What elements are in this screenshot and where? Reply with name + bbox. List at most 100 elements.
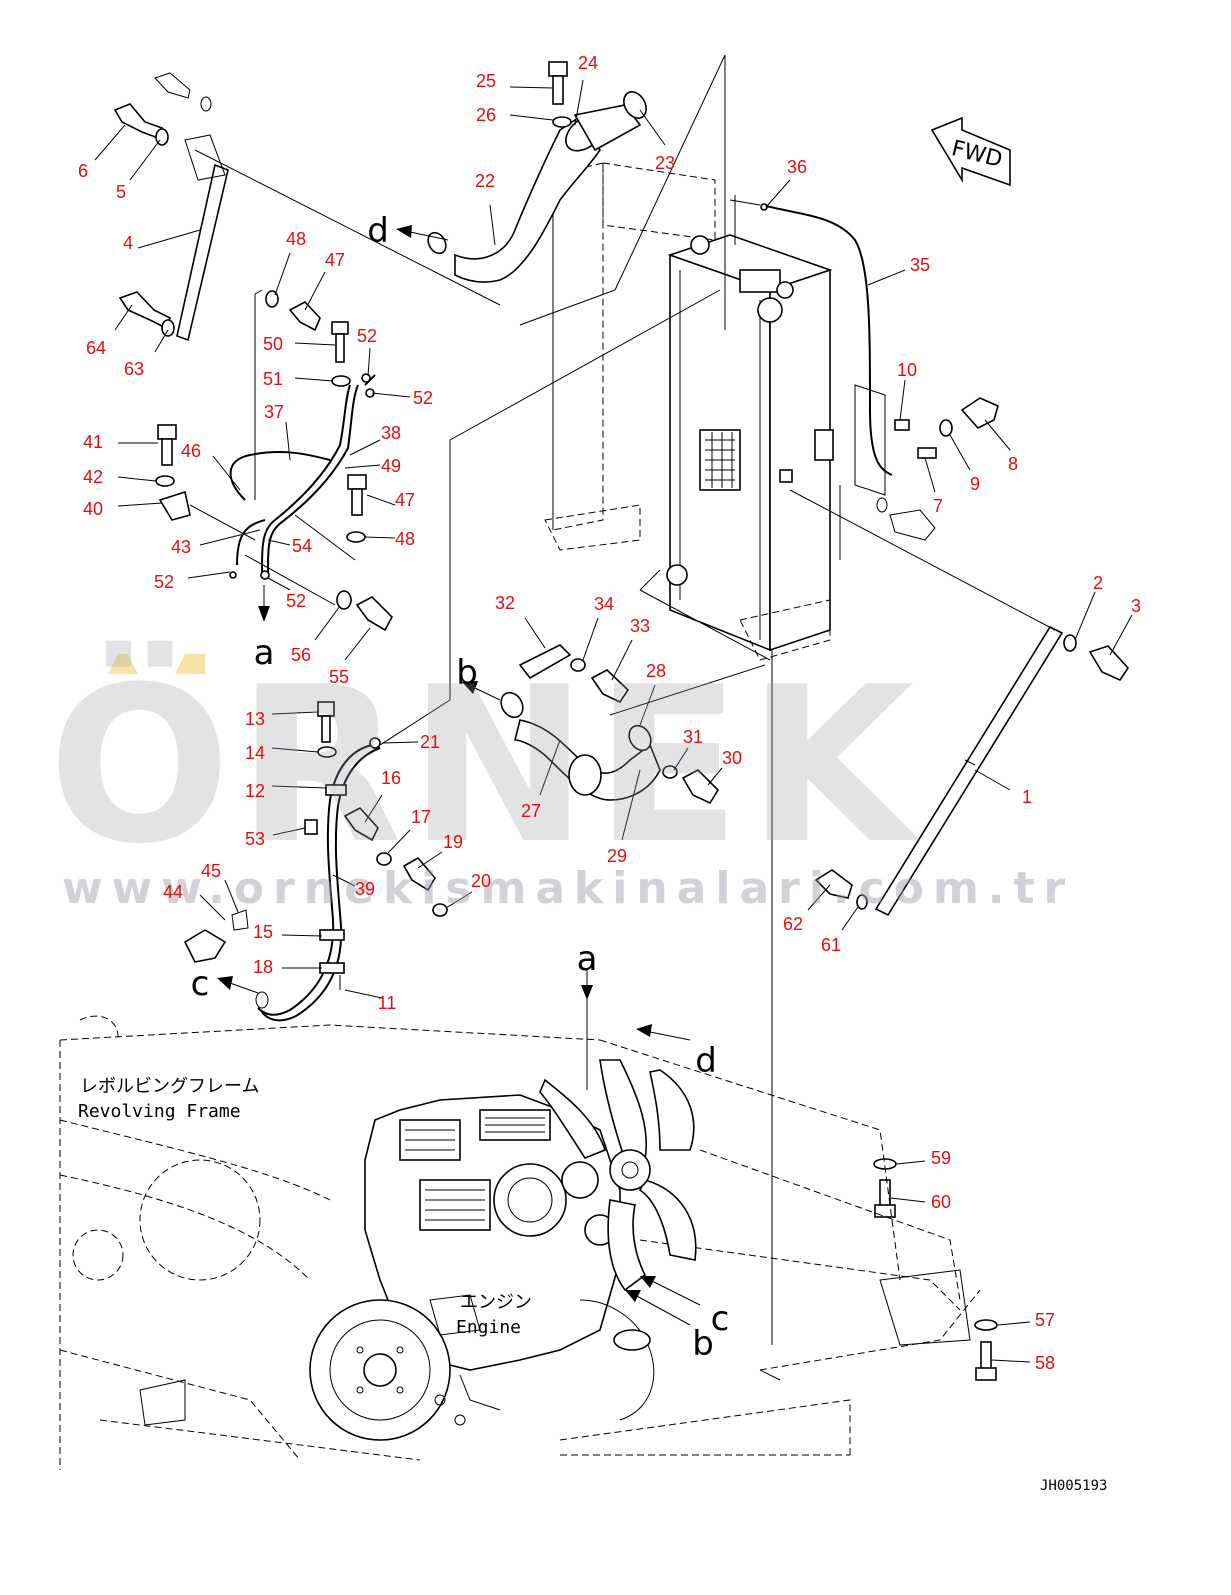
- part-callout-6: 6: [78, 161, 88, 181]
- fasteners: [113, 61, 1130, 1381]
- part-callout-18: 18: [253, 957, 273, 977]
- part-callout-28: 28: [646, 661, 666, 681]
- part-callout-61: 61: [821, 935, 841, 955]
- part-callout-50: 50: [263, 334, 283, 354]
- part-callout-4: 4: [123, 233, 133, 253]
- part-callout-42: 42: [83, 467, 103, 487]
- part-callout-62: 62: [783, 914, 803, 934]
- watermark-url: www.ornekismakinalari.com.tr: [62, 863, 1074, 914]
- part-callout-47: 47: [395, 490, 415, 510]
- part-callout-3: 3: [1131, 596, 1141, 616]
- lower-radiator-hose: [500, 691, 661, 801]
- part-callout-8: 8: [1008, 454, 1018, 474]
- engine-label-english: Engine: [456, 1317, 521, 1338]
- part-callout-25: 25: [476, 71, 496, 91]
- reference-arrows: [217, 225, 701, 1326]
- part-callout-2: 2: [1093, 573, 1103, 593]
- frame-label-japanese: レボルビングフレーム: [80, 1076, 259, 1097]
- reference-letter-d: d: [367, 211, 389, 251]
- part-callout-1: 1: [1022, 787, 1032, 807]
- part-callout-15: 15: [253, 922, 273, 942]
- part-callout-32: 32: [495, 593, 515, 613]
- coolant-tubes: [229, 374, 381, 1022]
- part-callout-57: 57: [1035, 1310, 1055, 1330]
- part-callout-55: 55: [329, 667, 349, 687]
- part-callout-48: 48: [395, 529, 415, 549]
- part-callout-58: 58: [1035, 1353, 1055, 1373]
- part-callout-24: 24: [578, 53, 598, 73]
- radiator-assembly: [544, 162, 886, 661]
- part-callout-37: 37: [264, 402, 284, 422]
- part-callout-17: 17: [411, 807, 431, 827]
- part-callout-52: 52: [357, 326, 377, 346]
- cooling-fan: [539, 1059, 697, 1292]
- revolving-frame: [59, 1015, 981, 1470]
- engine: [309, 1094, 655, 1441]
- part-callout-40: 40: [83, 499, 103, 519]
- part-callout-9: 9: [970, 474, 980, 494]
- part-callout-49: 49: [381, 456, 401, 476]
- callout-leaders: [94, 79, 1133, 1363]
- part-callout-19: 19: [443, 832, 463, 852]
- part-callout-10: 10: [897, 360, 917, 380]
- part-callout-14: 14: [245, 743, 265, 763]
- part-callout-13: 13: [245, 709, 265, 729]
- upper-radiator-hose: [427, 91, 647, 283]
- part-callout-52: 52: [154, 572, 174, 592]
- reference-letter-b: b: [692, 1324, 714, 1364]
- part-callout-45: 45: [201, 861, 221, 881]
- frame-label-english: Revolving Frame: [78, 1101, 241, 1122]
- part-callout-41: 41: [83, 432, 103, 452]
- part-callout-33: 33: [630, 616, 650, 636]
- leader-lines-thin: [189, 54, 1056, 1345]
- part-callout-35: 35: [910, 255, 930, 275]
- reference-letter-c: c: [191, 964, 210, 1004]
- drawing-code: JH005193: [1040, 1478, 1107, 1494]
- part-callout-44: 44: [163, 882, 183, 902]
- part-callout-30: 30: [722, 748, 742, 768]
- stay-rod-upper: [176, 163, 229, 342]
- part-callout-31: 31: [683, 727, 703, 747]
- cover-plate: [518, 644, 572, 680]
- part-callout-29: 29: [607, 846, 627, 866]
- part-callout-46: 46: [181, 441, 201, 461]
- part-callout-52: 52: [413, 388, 433, 408]
- part-callout-47: 47: [325, 250, 345, 270]
- part-callout-21: 21: [420, 732, 440, 752]
- part-callout-43: 43: [171, 537, 191, 557]
- sensor-harness: [761, 204, 893, 476]
- part-callout-27: 27: [521, 801, 541, 821]
- part-callout-56: 56: [291, 645, 311, 665]
- part-callout-53: 53: [245, 829, 265, 849]
- reference-letter-b: b: [456, 653, 478, 693]
- part-callout-39: 39: [355, 879, 375, 899]
- stay-rod-lower: [874, 625, 1064, 917]
- part-callout-11: 11: [378, 993, 397, 1013]
- part-callout-54: 54: [292, 536, 312, 556]
- forward-direction-indicator: FWD: [930, 116, 1011, 187]
- part-callout-34: 34: [594, 594, 614, 614]
- part-callout-5: 5: [116, 182, 126, 202]
- part-callouts: 1234567891011121314151617181920212223242…: [78, 53, 1141, 1373]
- part-callout-26: 26: [476, 105, 496, 125]
- part-callout-20: 20: [471, 871, 491, 891]
- watermark-brand: ÖRNEK: [48, 640, 921, 891]
- reference-letter-c: c: [711, 1299, 730, 1339]
- part-callout-12: 12: [245, 781, 265, 801]
- part-callout-7: 7: [933, 496, 943, 516]
- reference-letter-a: a: [254, 633, 275, 673]
- part-callout-16: 16: [381, 768, 401, 788]
- part-callout-59: 59: [931, 1148, 951, 1168]
- part-callout-60: 60: [931, 1192, 951, 1212]
- part-callout-23: 23: [655, 153, 675, 173]
- part-callout-38: 38: [381, 423, 401, 443]
- engine-label-japanese: エンジン: [460, 1292, 532, 1313]
- part-callout-52: 52: [286, 591, 306, 611]
- part-callout-36: 36: [787, 157, 807, 177]
- part-callout-63: 63: [124, 359, 144, 379]
- reference-letter-d: d: [695, 1041, 717, 1081]
- reference-letter-a: a: [577, 939, 598, 979]
